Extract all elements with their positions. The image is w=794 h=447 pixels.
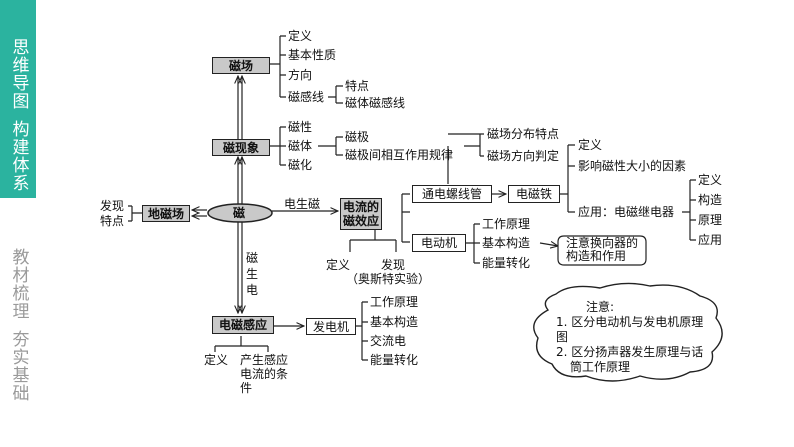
sidebar-tab-active[interactable]: 思维导图 构建体系 — [0, 0, 36, 198]
label-ciganxian-item: 特点 — [345, 79, 370, 93]
sidebar-tab-mindmap: 思维导图 — [8, 38, 29, 110]
label-diandongji-item: 基本构造 — [482, 236, 531, 250]
sidebar-tab-textbook: 教材梳理 — [8, 248, 29, 320]
label-fadianji-item: 基本构造 — [370, 315, 419, 329]
label-luoxian-item: 磁场分布特点 — [487, 127, 560, 141]
label-oersted: （奥斯特实验） — [346, 272, 431, 286]
label-cichang-item: 基本性质 — [288, 48, 337, 62]
note-line: 2. 区分扬声器发生原理与话筒工作原理 — [556, 345, 704, 374]
label-xianxiang-item: 磁性 — [288, 120, 313, 134]
node-dianliu-ci: 电流的磁效应 — [340, 198, 382, 230]
label-diancitie-item: 定义 — [578, 138, 603, 152]
label-fadianji-item: 工作原理 — [370, 295, 419, 309]
label-citi-item: 磁极间相互作用规律 — [345, 148, 454, 162]
note-huanxiang: 注意换向器的构造和作用 — [566, 236, 639, 263]
node-diandongji: 电动机 — [412, 234, 466, 252]
note-line: 1. 区分电动机与发电机原理图 — [556, 315, 704, 344]
label-xiaoying-child: 定义 — [326, 258, 351, 272]
label-citi-item: 磁极 — [345, 130, 370, 144]
node-diancitie: 电磁铁 — [508, 185, 560, 203]
label-luoxian-item: 磁场方向判定 — [487, 149, 560, 163]
label-tedian: 特点 — [100, 214, 125, 228]
label-fadianji-item: 能量转化 — [370, 353, 419, 367]
label-fadianji-item: 交流电 — [370, 334, 407, 348]
label-xiaoying-child: 发现 — [381, 258, 406, 272]
note-title: 注意: — [586, 300, 615, 314]
label-cishengdian: 磁生电 — [246, 251, 259, 297]
note-cloud: 注意: 1. 区分电动机与发电机原理图 2. 区分扬声器发生原理与话筒工作原理 — [556, 300, 706, 375]
sidebar-tab-inactive[interactable]: 教材梳理 夯实基础 — [0, 248, 36, 402]
label-diancitie-item: 影响磁性大小的因素 — [578, 159, 687, 173]
label-dianshengci: 电生磁 — [284, 197, 321, 211]
label-faxian: 发现 — [100, 199, 125, 213]
label-diandongji-item: 能量转化 — [482, 256, 531, 270]
node-cixianxiang: 磁现象 — [212, 139, 270, 156]
label-jidianqi-item: 构造 — [698, 193, 723, 207]
label-cichang-item: 方向 — [288, 68, 313, 82]
label-ciganxian-item: 磁体磁感线 — [345, 96, 406, 110]
label-xianxiang-item: 磁化 — [288, 158, 313, 172]
node-dicichang: 地磁场 — [142, 205, 190, 222]
node-ci: 磁 — [233, 206, 246, 220]
node-tongdian-luoxianguan: 通电螺线管 — [412, 185, 492, 203]
sidebar-tab-foundation: 夯实基础 — [8, 330, 29, 402]
sidebar-tab-system: 构建体系 — [8, 120, 29, 192]
label-jidianqi-item: 定义 — [698, 173, 723, 187]
label-xianxiang-item: 磁体 — [288, 139, 313, 153]
node-cichang: 磁场 — [212, 57, 270, 74]
label-cichang-item: 磁感线 — [288, 90, 325, 104]
label-ganying-child: 产生感应电流的条件 — [240, 353, 289, 395]
label-cichang-item: 定义 — [288, 29, 313, 43]
node-diancigan: 电磁感应 — [212, 316, 274, 334]
label-jidianqi-item: 应用 — [698, 233, 723, 247]
label-jidianqi-item: 原理 — [698, 213, 723, 227]
label-yingyong: 应用：电磁继电器 — [578, 205, 675, 219]
label-diandongji-item: 工作原理 — [482, 217, 531, 231]
node-fadianji: 发电机 — [306, 318, 356, 335]
label-ganying-child: 定义 — [204, 353, 229, 367]
